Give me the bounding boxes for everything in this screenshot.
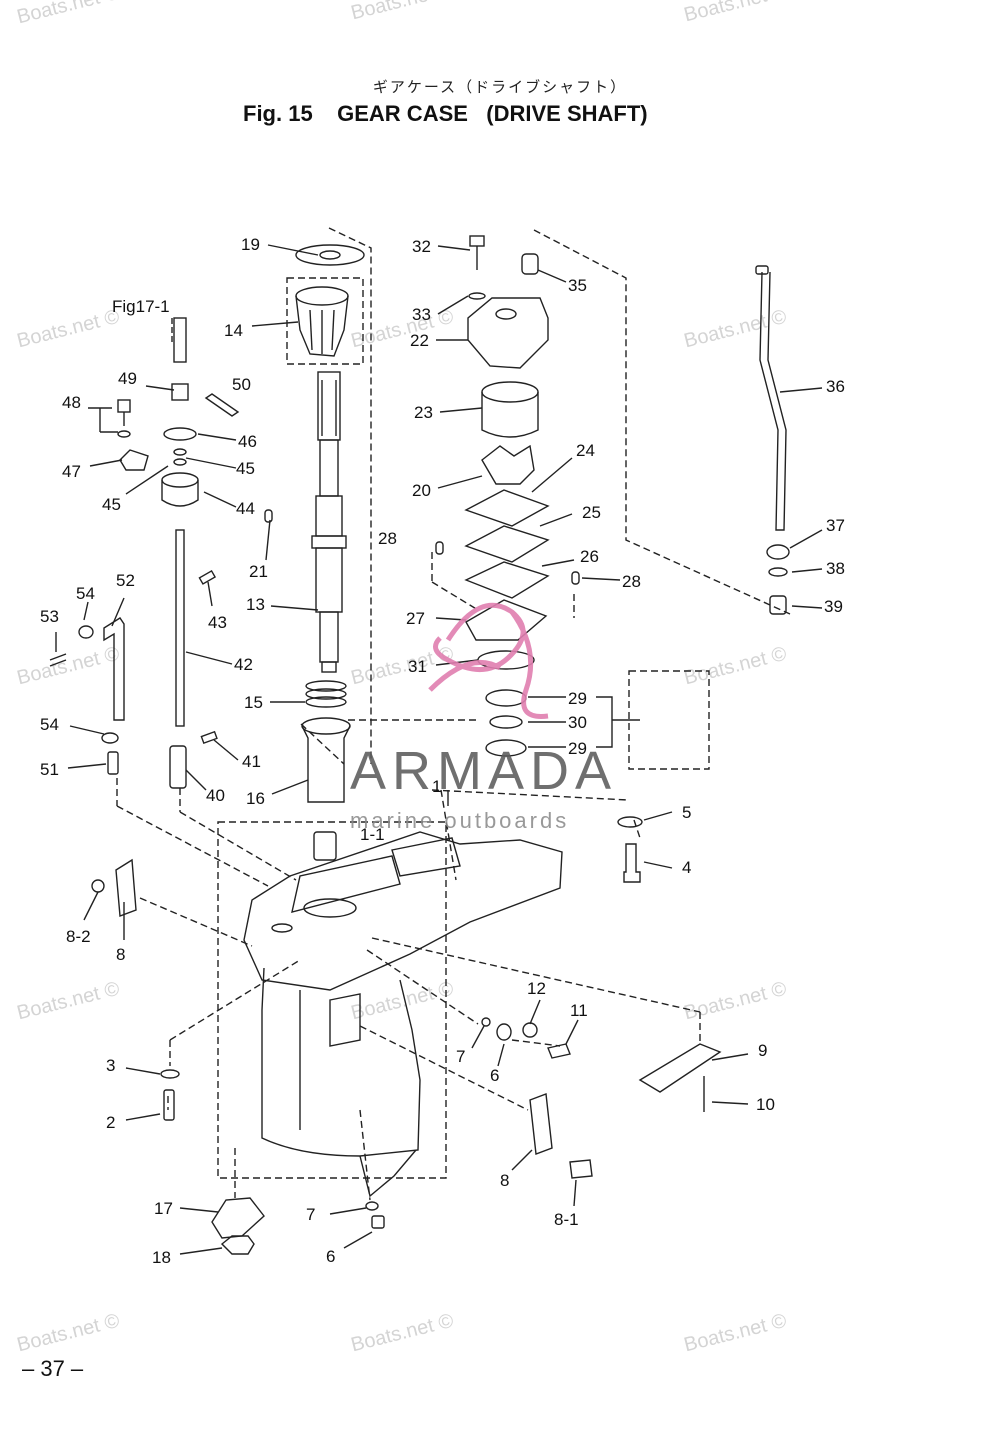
callout-25: 25 — [582, 503, 601, 522]
callout-51: 51 — [40, 760, 59, 779]
callout-32: 32 — [412, 237, 431, 256]
callout-26: 26 — [580, 547, 599, 566]
armada-brand-name: ARMADA — [350, 741, 618, 801]
callout-46: 46 — [238, 432, 257, 451]
armada-brand-tagline: marine outboards — [350, 808, 570, 833]
drive-shaft-parts — [264, 244, 365, 861]
shift-rod-parts — [49, 317, 240, 789]
callout-20: 20 — [412, 481, 431, 500]
callout-52: 52 — [116, 571, 135, 590]
callout-24: 24 — [576, 441, 595, 460]
callout-45: 45 — [236, 459, 255, 478]
callout-31: 31 — [408, 657, 427, 676]
callout-44: 44 — [236, 499, 255, 518]
callout-13: 13 — [246, 595, 265, 614]
callout-21: 21 — [249, 562, 268, 581]
callout-47: 47 — [62, 462, 81, 481]
callout-39: 39 — [824, 597, 843, 616]
callout-10: 10 — [756, 1095, 775, 1114]
callout-19: 19 — [241, 235, 260, 254]
callout-11: 11 — [570, 1001, 588, 1020]
callout-28: 28 — [378, 529, 397, 548]
callout-28: 28 — [622, 572, 641, 591]
callout-29: 29 — [568, 739, 587, 758]
callout-35: 35 — [568, 276, 587, 295]
assembly-group-boxes — [116, 227, 791, 1201]
callout-7: 7 — [306, 1205, 315, 1224]
callout-18: 18 — [152, 1248, 171, 1267]
callout-30: 30 — [568, 713, 587, 732]
callout-45: 45 — [102, 495, 121, 514]
callout-43: 43 — [208, 613, 227, 632]
callout-1: 1 — [432, 777, 441, 796]
callout-2: 2 — [106, 1113, 115, 1132]
figure-title: Fig. 15 GEAR CASE (DRIVE SHAFT) — [243, 101, 648, 126]
callout-53: 53 — [40, 607, 59, 626]
callout-7: 7 — [456, 1047, 465, 1066]
callout-54: 54 — [76, 584, 95, 603]
callout-36: 36 — [826, 377, 845, 396]
callout-5: 5 — [682, 803, 691, 822]
armada-swoosh-logo — [428, 602, 549, 719]
callout-14: 14 — [224, 321, 243, 340]
callout-16: 16 — [246, 789, 265, 808]
callout-49: 49 — [118, 369, 137, 388]
callout-42: 42 — [234, 655, 253, 674]
callout-8-2: 8-2 — [66, 927, 91, 946]
callout-17: 17 — [154, 1199, 173, 1218]
callout-50: 50 — [232, 375, 251, 394]
part-callout-labels: 19 14 13 21 15 16 1 1-1 32 33 22 35 23 2… — [40, 235, 845, 1267]
lower-hardware — [91, 858, 722, 1255]
callout-8: 8 — [116, 945, 125, 964]
callout-15: 15 — [244, 693, 263, 712]
fig17-1-reference: Fig17-1 — [112, 297, 170, 316]
callout-38: 38 — [826, 559, 845, 578]
callout-23: 23 — [414, 403, 433, 422]
callout-6: 6 — [490, 1066, 499, 1085]
callout-8: 8 — [500, 1171, 509, 1190]
page-number: – 37 – — [22, 1356, 84, 1381]
callout-54: 54 — [40, 715, 59, 734]
gear-case-housing — [243, 816, 643, 1198]
callout-48: 48 — [62, 393, 81, 412]
callout-3: 3 — [106, 1056, 115, 1075]
callout-40: 40 — [206, 786, 225, 805]
callout-9: 9 — [758, 1041, 767, 1060]
callout-41: 41 — [242, 752, 261, 771]
callout-27: 27 — [406, 609, 425, 628]
water-pump-parts — [435, 235, 790, 757]
callout-33: 33 — [412, 305, 431, 324]
callout-6: 6 — [326, 1247, 335, 1266]
leader-lines — [55, 244, 823, 1255]
callout-22: 22 — [410, 331, 429, 350]
callout-1-1: 1-1 — [360, 825, 385, 844]
callout-4: 4 — [682, 858, 691, 877]
callout-37: 37 — [826, 516, 845, 535]
callout-12: 12 — [527, 979, 546, 998]
japanese-title: ギアケース（ドライブシャフト） — [372, 78, 628, 96]
callout-8-1: 8-1 — [554, 1210, 579, 1229]
callout-29: 29 — [568, 689, 587, 708]
